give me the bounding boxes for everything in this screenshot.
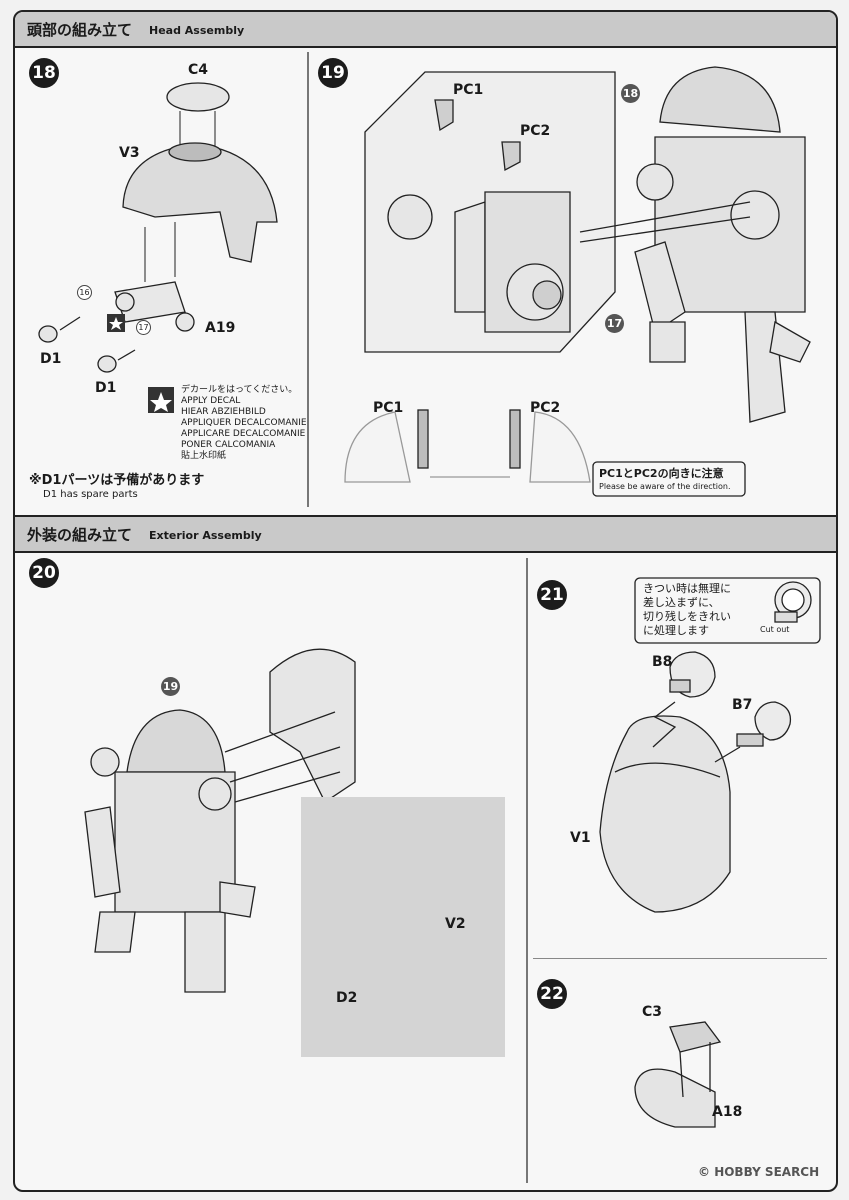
part-c4-label: C4 — [188, 62, 209, 78]
direction-note-en: Please be aware of the direction. — [599, 482, 731, 491]
spare-parts-note-jp: ※D1パーツは予備があります — [29, 473, 205, 488]
part-v3-label: V3 — [119, 145, 140, 161]
decal-line: APPLY DECAL — [181, 396, 241, 406]
decal-17-ref: 17 — [136, 320, 151, 335]
part-v1-label: V1 — [570, 830, 591, 846]
decal-line: デカールをはってください。 — [181, 385, 298, 395]
step-22-number: 22 — [537, 979, 567, 1009]
part-c3-label: C3 — [642, 1004, 663, 1020]
part-pc2-lower-label: PC2 — [530, 400, 561, 416]
instruction-sheet: 頭部の組み立て Head Assembly 外装の組み立て Exterior A… — [13, 10, 838, 1192]
fit-tip-line: きつい時は無理に — [643, 582, 731, 595]
part-b8-label: B8 — [652, 654, 673, 670]
decal-line: APPLICARE DECALCOMANIE — [181, 429, 306, 439]
detail-inset — [301, 797, 505, 1057]
part-pc2-label: PC2 — [520, 123, 551, 139]
divider-18-19 — [307, 52, 309, 507]
part-pc1-lower-label: PC1 — [373, 400, 404, 416]
step-21-number: 21 — [537, 580, 567, 610]
decal-16-ref: 16 — [77, 285, 92, 300]
part-a19-label: A19 — [205, 320, 236, 336]
fit-tip-line: に処理します — [643, 624, 709, 637]
decal-instructions: デカールをはってください。 APPLY DECAL HIEAR ABZIEHBI… — [181, 385, 307, 462]
exterior-assembly-header: 外装の組み立て Exterior Assembly — [15, 515, 836, 553]
fit-tip-line: 切り残しをきれい — [643, 610, 731, 623]
step-19-number: 19 — [318, 58, 348, 88]
step-18-ref: 18 — [621, 84, 640, 103]
head-assembly-header: 頭部の組み立て Head Assembly — [15, 12, 836, 48]
cut-out-label: Cut out — [760, 625, 790, 634]
step-20-number: 20 — [29, 558, 59, 588]
step-18-number: 18 — [29, 58, 59, 88]
decal-line: APPLIQUER DECALCOMANIE — [181, 418, 307, 428]
head-assembly-title-jp: 頭部の組み立て — [27, 21, 133, 39]
decal-line: PONER CALCOMANIA — [181, 440, 276, 450]
direction-note-jp: PC1とPC2の向きに注意 — [599, 467, 724, 480]
exterior-assembly-title-jp: 外装の組み立て — [27, 526, 133, 544]
exterior-assembly-title-en: Exterior Assembly — [149, 529, 262, 542]
spare-parts-note-en: D1 has spare parts — [43, 489, 138, 500]
part-pc1-label: PC1 — [453, 82, 484, 98]
head-assembly-title-en: Head Assembly — [149, 24, 245, 37]
divider-20-21 — [526, 558, 528, 1183]
step-17-ref: 17 — [605, 314, 624, 333]
decal-line: HIEAR ABZIEHBILD — [181, 407, 266, 417]
part-v2-label: V2 — [445, 916, 466, 932]
fit-tip-note: きつい時は無理に 差し込まずに、 切り残しをきれい に処理します — [643, 582, 731, 638]
hobby-search-watermark: © HOBBY SEARCH — [698, 1165, 819, 1179]
divider-21-22 — [533, 958, 827, 959]
watermark-brand: HOBBY SEARCH — [714, 1165, 820, 1179]
part-b7-label: B7 — [732, 697, 753, 713]
decal-line: 貼上水印紙 — [181, 451, 227, 461]
step-19-ref: 19 — [161, 677, 180, 696]
part-d2-label: D2 — [336, 990, 358, 1006]
fit-tip-line: 差し込まずに、 — [643, 596, 720, 609]
part-a18-label: A18 — [712, 1104, 743, 1120]
part-d1-top-label: D1 — [40, 351, 62, 367]
copyright-icon: © — [698, 1165, 710, 1179]
part-d1-bottom-label: D1 — [95, 380, 117, 396]
